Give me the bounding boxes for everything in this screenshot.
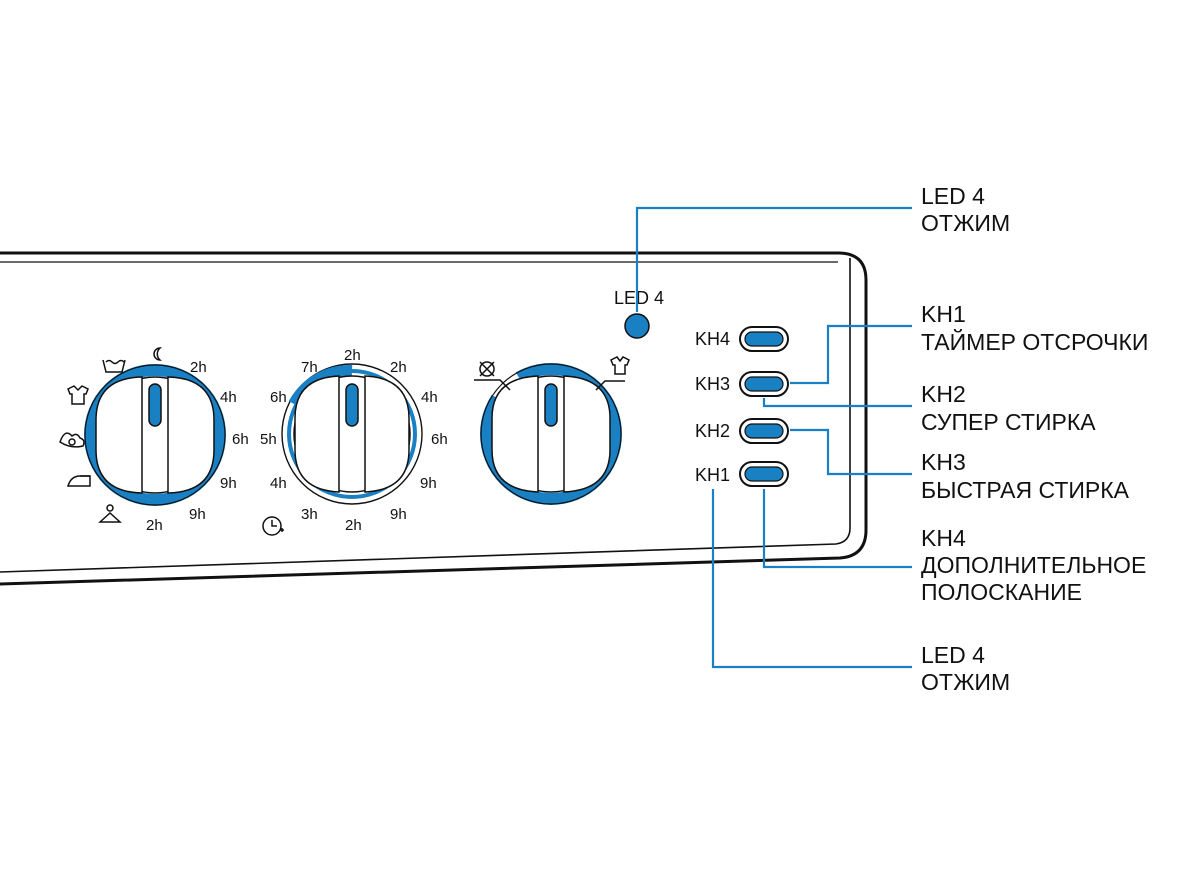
callout-line: ОТЖИМ — [921, 210, 1010, 236]
leader-lines — [635, 206, 912, 669]
callout-line: ПОЛОСКАНИЕ — [921, 579, 1082, 605]
button-kh2-label: KH2 — [695, 421, 730, 441]
wool-icon — [59, 432, 85, 448]
dial-left-labels: 2h 4h 6h 9h 9h 2h — [146, 359, 249, 534]
callout-line: ОТЖИМ — [921, 669, 1010, 695]
timer-dial-pointer — [345, 383, 359, 427]
program-dial-left[interactable] — [84, 364, 226, 506]
callout-kh4: KH4 ДОПОЛНИТЕЛЬНОЕ ПОЛОСКАНИЕ — [921, 525, 1146, 605]
dial-left-label: 2h — [190, 359, 207, 376]
clock-timer-icon — [262, 516, 284, 536]
leader-line-kh3 — [790, 428, 912, 476]
timer-label: 2h — [345, 517, 362, 534]
timer-dial[interactable] — [281, 363, 423, 505]
shirt-spin-icon — [595, 356, 630, 391]
callout-line: ДОПОЛНИТЕЛЬНОЕ — [921, 552, 1146, 578]
callout-line: LED 4 — [921, 183, 985, 209]
dial-left-label: 6h — [232, 431, 249, 448]
timer-label: 7h — [301, 359, 318, 376]
spin-dial[interactable] — [480, 363, 622, 505]
dial-left-label: 4h — [220, 389, 237, 406]
hanger-icon — [98, 504, 122, 523]
callout-line: СУПЕР СТИРКА — [921, 409, 1096, 435]
timer-label: 5h — [260, 431, 277, 448]
button-kh1-label: KH1 — [695, 465, 730, 485]
leader-line-kh4 — [762, 489, 912, 569]
callout-kh2: KH2 СУПЕР СТИРКА — [921, 381, 1096, 435]
timer-label: 3h — [301, 506, 318, 523]
timer-label: 2h — [390, 359, 407, 376]
leader-line-kh2 — [762, 398, 912, 408]
shirt-icon — [67, 385, 89, 405]
leader-line-led-bottom — [711, 489, 912, 669]
button-kh4[interactable]: KH4 — [695, 326, 789, 352]
callout-line: KH4 — [921, 525, 966, 551]
button-kh2[interactable]: KH2 — [695, 418, 789, 444]
callout-line: ТАЙМЕР ОТСРОЧКИ — [921, 328, 1148, 355]
button-kh1[interactable]: KH1 — [695, 461, 789, 487]
timer-label: 9h — [390, 506, 407, 523]
callout-kh1: KH1 ТАЙМЕР ОТСРОЧКИ — [921, 301, 1148, 355]
dial-left-label: 9h — [220, 475, 237, 492]
button-kh4-label: KH4 — [695, 329, 730, 349]
timer-label: 4h — [270, 475, 287, 492]
no-spin-icon — [474, 361, 511, 391]
callout-led-top: LED 4 ОТЖИМ — [921, 183, 1010, 236]
dial-left-pointer — [148, 383, 162, 427]
callout-led-bottom: LED 4 ОТЖИМ — [921, 642, 1010, 695]
button-kh3[interactable]: KH3 — [695, 371, 789, 397]
dial-left-label: 9h — [189, 506, 206, 523]
timer-label: 6h — [431, 431, 448, 448]
spin-dial-pointer — [544, 383, 558, 427]
button-kh3-label: KH3 — [695, 374, 730, 394]
leader-line-led-top — [635, 206, 912, 312]
led-label: LED 4 — [614, 288, 664, 308]
timer-label: 9h — [420, 475, 437, 492]
wash-tub-icon — [102, 359, 126, 373]
moon-icon — [153, 347, 162, 361]
callout-kh3: KH3 БЫСТРАЯ СТИРКА — [921, 449, 1130, 503]
timer-dial-labels: 2h 2h 4h 6h 9h 9h 2h 3h 4h 5h 6h 7h — [260, 347, 448, 534]
callout-line: KH1 — [921, 301, 966, 327]
led-indicator — [624, 313, 650, 339]
iron-icon — [66, 475, 91, 487]
dial-left-label: 2h — [146, 517, 163, 534]
callout-line: KH3 — [921, 449, 966, 475]
timer-label: 4h — [421, 389, 438, 406]
timer-label: 2h — [344, 347, 361, 364]
timer-label: 6h — [270, 389, 287, 406]
leader-line-kh1 — [790, 324, 912, 385]
callout-line: KH2 — [921, 381, 966, 407]
callout-line: LED 4 — [921, 642, 985, 668]
callout-line: БЫСТРАЯ СТИРКА — [921, 477, 1130, 503]
